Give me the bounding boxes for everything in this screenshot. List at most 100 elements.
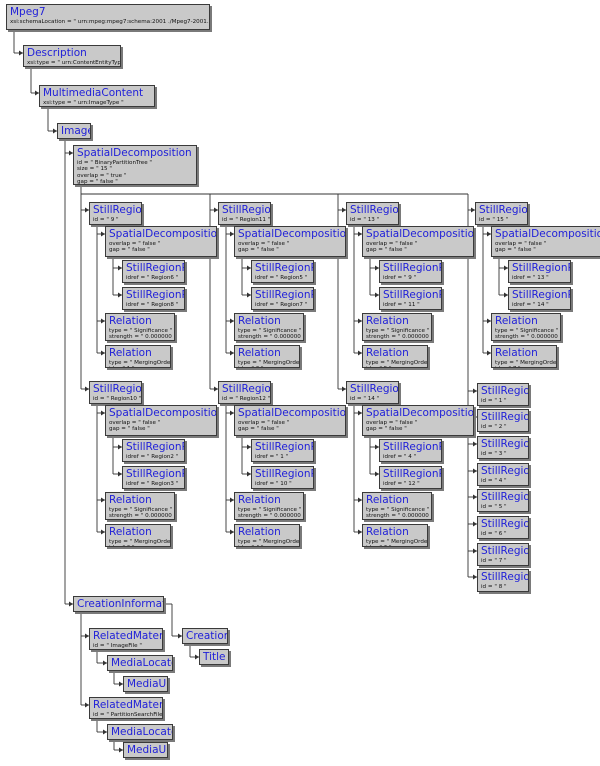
node-name: StillRegionRef xyxy=(126,441,184,453)
connector-arrow xyxy=(118,265,122,271)
connector-arrow xyxy=(118,292,122,298)
node-attribute: idref = " Region6 " xyxy=(126,275,179,281)
node-attribute: strength = " 0.000000 " xyxy=(109,334,175,341)
node-name: Relation xyxy=(366,494,409,506)
node-name: SpatialDecomposition xyxy=(495,228,600,240)
node-attribute: id = " 6 " xyxy=(481,531,507,537)
node-media-locator-1: MediaLocator xyxy=(107,655,173,671)
node-attribute: idref = " 12 " xyxy=(383,481,420,487)
node-name: Image xyxy=(61,125,91,137)
node-name: StillRegionRef xyxy=(383,468,441,480)
node-attribute: gap = " false " xyxy=(109,426,150,433)
node-name: RelatedMaterial xyxy=(93,630,163,642)
connector-arrow xyxy=(487,318,491,324)
node-attribute: id = " 9 " xyxy=(93,217,119,223)
node-name: StillRegionRef xyxy=(512,262,570,274)
node-attribute: id = " 1 " xyxy=(481,398,507,404)
node-attribute: xsi:schemaLocation = " urn:mpeg:mpeg7:sc… xyxy=(10,19,210,25)
node-name: StillRegion xyxy=(222,204,271,216)
node-attribute: type = " Significance " xyxy=(109,328,173,334)
node-attribute: overlap = " false " xyxy=(238,241,290,247)
connector-arrow xyxy=(230,529,234,535)
connector-arrow xyxy=(342,207,346,213)
node-attribute: type = " MergingOrder " xyxy=(109,360,171,366)
node-name: SpatialDecomposition xyxy=(366,407,474,419)
connector-arrow xyxy=(471,207,475,213)
node-name: Relation xyxy=(495,347,538,359)
node-ref-13b: StillRegionRefidref = " 11 " xyxy=(379,287,442,310)
node-attribute: overlap = " false " xyxy=(495,241,547,247)
node-attribute: idref = " Region8 " xyxy=(126,302,179,308)
connector-arrow xyxy=(85,702,89,708)
node-attribute: idref = " 9 " xyxy=(383,275,417,281)
node-name: Relation xyxy=(495,315,538,327)
node-name: Relation xyxy=(238,347,281,359)
node-attribute: id = " 5 " xyxy=(481,504,507,510)
node-name: StillRegion xyxy=(481,545,528,557)
connector-arrow xyxy=(69,150,73,156)
node-attribute: type = " Significance " xyxy=(366,328,430,334)
node-name: Relation xyxy=(366,526,409,538)
node-name: StillRegion xyxy=(222,383,271,395)
connector-arrow xyxy=(375,292,379,298)
node-name: StillRegion xyxy=(481,411,528,423)
node-attribute: id = " Region11 " xyxy=(222,217,271,223)
node-ref-14b: StillRegionRefidref = " 12 " xyxy=(379,466,442,489)
connector-arrow xyxy=(473,548,477,554)
connector-arrow xyxy=(178,633,182,639)
connector-arrow xyxy=(101,529,105,535)
node-media-locator-2: MediaLocator xyxy=(107,724,173,740)
node-attribute: idref = " Region7 " xyxy=(255,302,308,308)
node-attribute: idref = " 14 " xyxy=(512,302,549,308)
node-attribute: id = " Region10 " xyxy=(93,396,142,402)
connector-arrow xyxy=(473,521,477,527)
node-attribute: strength = " 0.000000 " xyxy=(495,334,561,341)
connector-arrow xyxy=(118,444,122,450)
node-attribute: type = " Significance " xyxy=(238,328,302,334)
node-attribute: id = " 2 " xyxy=(481,424,507,430)
node-attribute: idref = " 4 " xyxy=(383,454,417,460)
node-attribute: gap = " false " xyxy=(77,179,118,185)
node-attribute: type = " Significance " xyxy=(109,507,173,513)
node-attribute: idref = " 1 " xyxy=(255,454,289,460)
node-name: Title xyxy=(203,651,226,663)
connector-arrow xyxy=(487,231,491,237)
node-attribute: id = " PartitionSearchFile " xyxy=(93,712,163,718)
node-attribute: size = " 15 " xyxy=(77,166,112,173)
node-name: StillRegionRef xyxy=(512,289,570,301)
node-name: Relation xyxy=(109,494,152,506)
node-attribute: id = " 1 " xyxy=(109,366,167,367)
node-ref-9b: StillRegionRefidref = " Region8 " xyxy=(122,287,185,310)
connector-arrow xyxy=(230,350,234,356)
node-attribute: id = " 5 " xyxy=(366,366,424,367)
connector-arrow xyxy=(358,231,362,237)
node-ref-10b: StillRegionRefidref = " Region3 " xyxy=(122,466,185,489)
connector-arrow xyxy=(230,231,234,237)
node-name: StillRegionRef xyxy=(255,468,313,480)
connector-arrow xyxy=(358,529,362,535)
node-name: Mpeg7 xyxy=(10,6,46,18)
node-name: SpatialDecomposition xyxy=(366,228,474,240)
connector-arrow xyxy=(119,681,123,687)
node-related-material-1: RelatedMaterialid = " ImageFile " xyxy=(89,628,163,650)
connector-arrow xyxy=(119,747,123,753)
node-attribute: type = " MergingOrder " xyxy=(109,539,171,545)
node-media-uri-2: MediaUri xyxy=(123,742,168,758)
node-attribute: gap = " false " xyxy=(238,426,279,433)
connector-arrow xyxy=(53,128,57,134)
node-attribute: id = " 3 " xyxy=(238,366,296,367)
connector-arrow xyxy=(375,265,379,271)
node-name: StillRegionRef xyxy=(255,441,313,453)
node-name: SpatialDecomposition xyxy=(109,407,217,419)
node-related-material-2: RelatedMaterialid = " PartitionSearchFil… xyxy=(89,697,163,719)
node-name: SpatialDecomposition xyxy=(109,228,217,240)
